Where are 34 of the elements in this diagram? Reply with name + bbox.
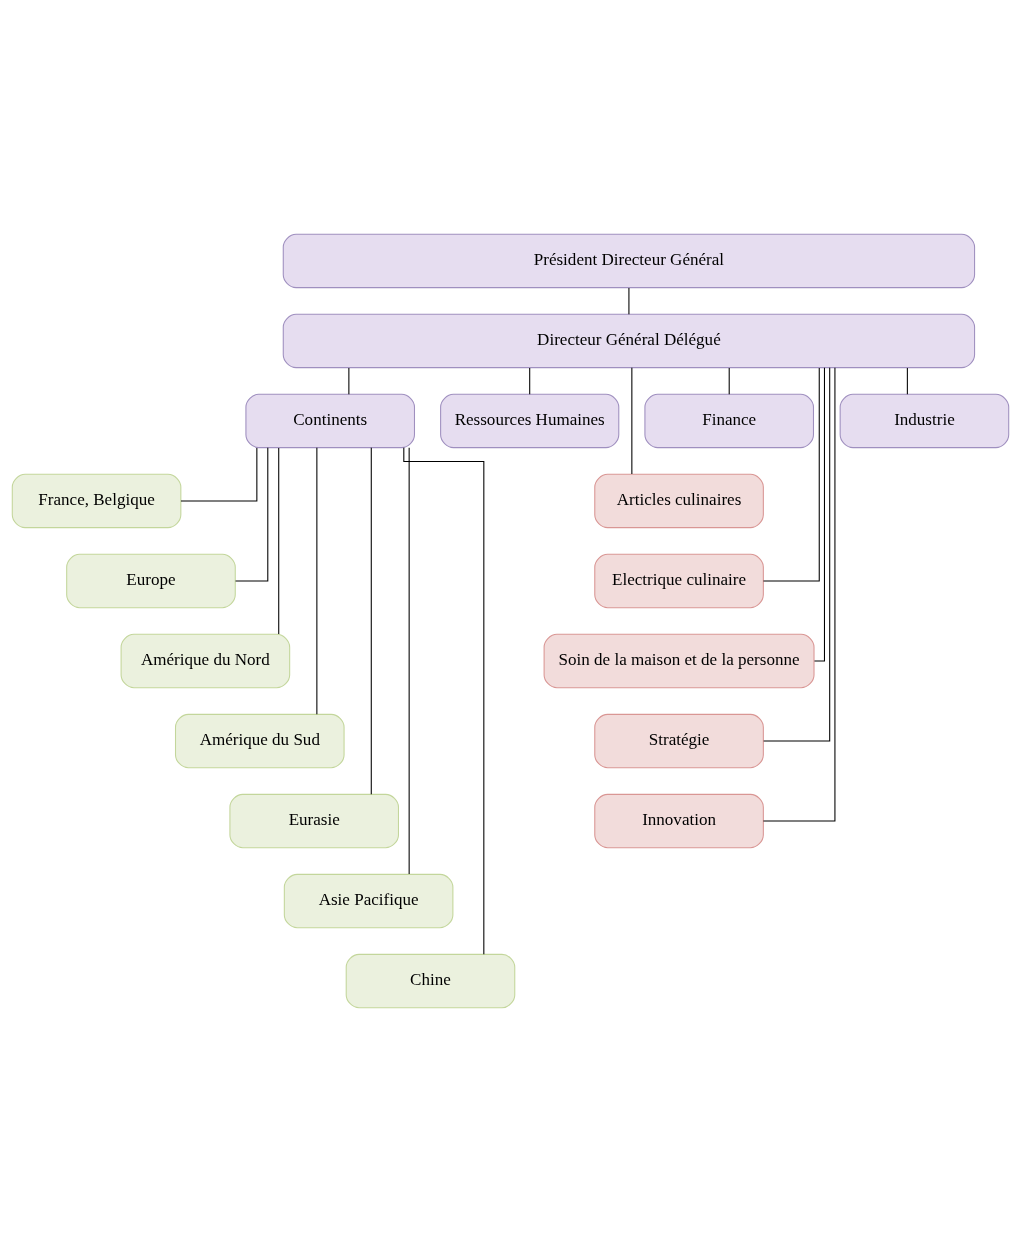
connector [728,367,730,395]
node-box: Amérique du Nord [120,633,291,689]
node-box: Président Directeur Général [282,233,976,289]
connector [813,367,825,662]
node-box: Innovation [594,793,764,849]
node-box: Europe [66,553,236,609]
connector [763,367,831,742]
node-box: Ressources Humaines [440,393,620,449]
node-box: Finance [644,393,814,449]
node-box: Industrie [839,393,1010,449]
connector [403,447,485,955]
node-box: Soin de la maison et de la personne [543,633,815,689]
node-box: Directeur Général Délégué [282,313,976,369]
connector [180,447,258,502]
node-box: France, Belgique [11,473,182,529]
connector [235,447,269,582]
connector [631,367,633,475]
node-box: Continents [245,393,415,449]
node-box: Eurasie [229,793,399,849]
connector [529,367,531,395]
connector [278,447,280,635]
connector [906,367,908,395]
node-box: Asie Pacifique [283,873,454,929]
node-box: Articles culinaires [594,473,764,529]
connector [762,367,836,822]
connector [316,447,318,715]
node-box: Chine [345,953,516,1009]
connector [408,447,410,875]
connector [762,367,820,582]
connector [348,367,350,395]
node-box: Stratégie [594,713,764,769]
connector [370,447,372,795]
node-box: Electrique culinaire [594,553,764,609]
node-box: Amérique du Sud [174,713,345,769]
